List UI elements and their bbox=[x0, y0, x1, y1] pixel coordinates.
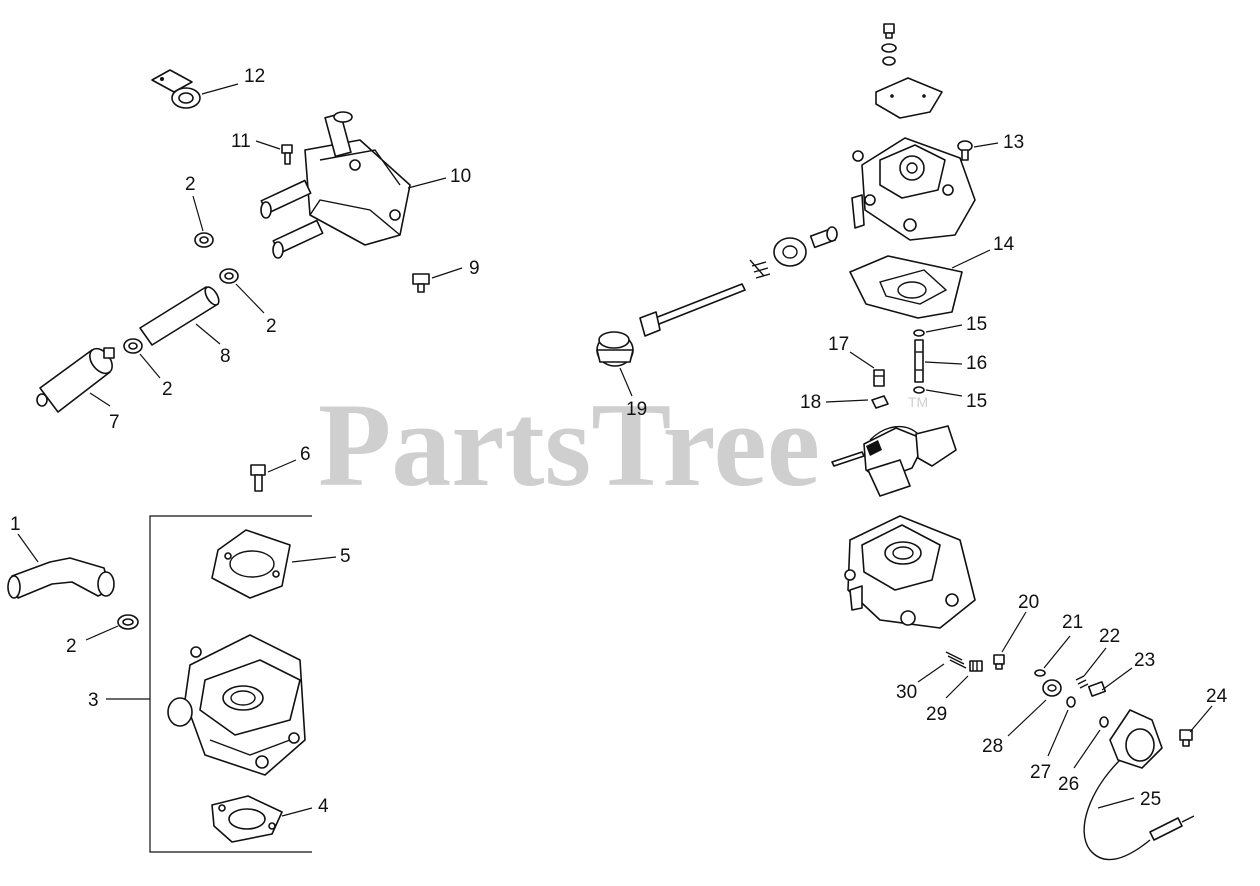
callout-labels: 12 11 10 2 9 2 8 2 7 6 1 5 2 3 4 13 14 1… bbox=[10, 66, 1228, 817]
callout-8: 8 bbox=[220, 346, 231, 367]
part-16-pin bbox=[914, 339, 924, 383]
callout-25: 25 bbox=[1140, 789, 1161, 810]
callout-19: 19 bbox=[626, 399, 647, 420]
part-lower-carburetor-body bbox=[844, 515, 976, 629]
part-5-gasket bbox=[211, 529, 291, 599]
part-7-fuel-filter bbox=[36, 347, 115, 413]
part-29-screw bbox=[969, 660, 983, 672]
callout-16: 16 bbox=[966, 353, 987, 374]
callout-9: 9 bbox=[469, 258, 480, 279]
callout-5: 5 bbox=[340, 546, 351, 567]
part-2-clamp-d bbox=[117, 614, 139, 630]
part-18-clip bbox=[871, 395, 889, 409]
callout-13: 13 bbox=[1003, 132, 1024, 153]
part-2-clamp-b bbox=[219, 268, 239, 284]
callout-29: 29 bbox=[926, 704, 947, 725]
part-screw-washers-top bbox=[881, 23, 897, 66]
callout-30: 30 bbox=[896, 682, 917, 703]
callout-2-a: 2 bbox=[185, 174, 196, 195]
part-11-screw bbox=[281, 144, 293, 165]
part-15-oring-bottom bbox=[913, 386, 925, 394]
part-30-spring bbox=[945, 651, 967, 669]
part-15-oring-top bbox=[913, 329, 925, 337]
part-25-fuel-solenoid bbox=[1083, 709, 1195, 861]
callout-6: 6 bbox=[300, 444, 311, 465]
part-21-oring bbox=[1034, 669, 1046, 677]
part-12-clamp bbox=[151, 69, 201, 109]
callout-3: 3 bbox=[88, 690, 99, 711]
part-13-screw bbox=[957, 140, 973, 161]
part-20-screw bbox=[993, 654, 1005, 670]
part-throttle-shaft bbox=[639, 226, 838, 337]
part-upper-carburetor-body bbox=[851, 137, 976, 241]
callout-2-b: 2 bbox=[266, 316, 277, 337]
part-6-bolt bbox=[250, 464, 266, 492]
callout-27: 27 bbox=[1030, 762, 1051, 783]
callout-28: 28 bbox=[982, 736, 1003, 757]
part-2-clamp-a bbox=[194, 232, 214, 248]
callout-2-d: 2 bbox=[66, 636, 77, 657]
part-24-screw bbox=[1179, 729, 1193, 747]
part-cover-plate bbox=[875, 77, 943, 119]
part-26-oring bbox=[1099, 716, 1109, 728]
part-10-fuel-pump bbox=[260, 111, 411, 259]
callout-15-b: 15 bbox=[966, 391, 987, 412]
part-14-gasket bbox=[849, 255, 963, 319]
callout-14: 14 bbox=[993, 234, 1015, 255]
callout-20: 20 bbox=[1018, 592, 1039, 613]
part-1-elbow-hose bbox=[7, 557, 115, 599]
leader-lines bbox=[17, 83, 1213, 817]
assembly-bracket bbox=[149, 515, 312, 853]
part-8-hose bbox=[139, 286, 220, 346]
part-2-clamp-c bbox=[123, 338, 143, 354]
callout-10: 10 bbox=[450, 166, 471, 187]
callout-21: 21 bbox=[1062, 612, 1083, 633]
callout-17: 17 bbox=[828, 334, 849, 355]
part-9-clip bbox=[412, 273, 430, 293]
part-27-oring bbox=[1066, 696, 1076, 708]
callout-11: 11 bbox=[231, 131, 251, 152]
part-float-assembly bbox=[831, 425, 957, 497]
part-22-spring bbox=[1075, 675, 1089, 689]
callout-15-a: 15 bbox=[966, 314, 987, 335]
watermark-brand: PartsTree bbox=[318, 378, 820, 511]
part-3-carburetor-assembly bbox=[167, 634, 306, 776]
callout-4: 4 bbox=[318, 796, 329, 817]
part-28-bushing bbox=[1042, 679, 1062, 697]
part-23-screw bbox=[1087, 681, 1107, 697]
callout-7: 7 bbox=[109, 412, 120, 433]
watermark-tm: TM bbox=[908, 394, 928, 410]
callout-2-c: 2 bbox=[162, 379, 173, 400]
callout-1: 1 bbox=[10, 514, 21, 535]
part-17-jet bbox=[873, 369, 885, 387]
callout-26: 26 bbox=[1058, 774, 1079, 795]
part-4-gasket bbox=[211, 795, 283, 843]
callout-23: 23 bbox=[1134, 650, 1155, 671]
callout-12: 12 bbox=[244, 66, 265, 87]
callout-22: 22 bbox=[1099, 626, 1120, 647]
callout-24: 24 bbox=[1206, 686, 1228, 707]
callout-18: 18 bbox=[800, 392, 821, 413]
part-19-cap bbox=[596, 331, 634, 367]
